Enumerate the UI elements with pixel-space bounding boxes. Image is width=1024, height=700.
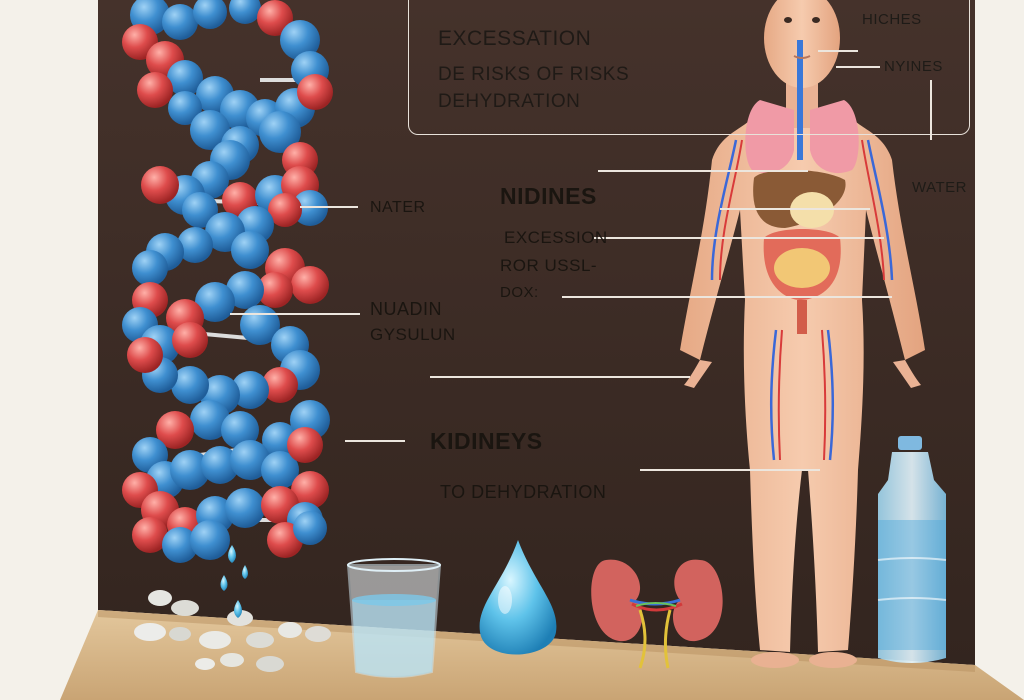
leader-line [598,170,808,172]
label-kidineys: KIDINEYS [430,428,543,454]
molecule-sphere-red [257,0,293,36]
molecule-sphere-red [291,471,329,509]
label-water: WATER [912,179,967,196]
title-line-1: EXCESSATION [438,27,592,50]
molecule-sphere-red [287,427,323,463]
molecule-sphere-red [262,367,298,403]
molecule-sphere-red [132,517,168,553]
molecule-sphere-blue [293,511,327,545]
leader-line [640,469,820,471]
molecule-sphere-blue [230,440,270,480]
water-bottle [877,436,947,663]
leader-line [836,66,880,68]
molecule-sphere-red [291,266,329,304]
molecule-sphere-blue [231,231,269,269]
leader-line [594,237,884,239]
molecule-sphere-blue [259,111,301,153]
label-excession: EXCESSION [504,228,608,247]
leader-line [562,296,892,298]
label-ror-ussl: ROR USSL- [500,256,598,275]
molecule-sphere-blue [225,488,265,528]
leader-line [230,313,360,315]
molecule-sphere-red [127,337,163,373]
human-figure [680,0,925,668]
molecule-sphere-blue [280,20,320,60]
molecule-sphere-blue [201,446,239,484]
molecule-sphere-blue [190,520,230,560]
molecule-sphere-blue [132,250,168,286]
title-callout-box [408,0,970,135]
molecule-sphere-blue [168,91,202,125]
pebbles [134,590,331,672]
leader-line [430,376,690,378]
leader-line [818,50,858,52]
molecule-sphere-red [141,166,179,204]
kidneys [591,559,723,669]
leader-line [720,208,870,210]
molecule-sphere-red [172,322,208,358]
molecule-sphere-red [137,72,173,108]
label-gysulun: GYSULUN [370,325,456,344]
molecule-sphere-blue [162,527,198,563]
leader-line [345,440,405,442]
molecule-sphere-blue [292,190,328,226]
molecule-sphere-blue [221,411,259,449]
molecule-sphere-blue [261,451,299,489]
water-drop [479,540,557,655]
label-dox: DOX: [500,284,539,301]
molecule-sphere-red [257,272,293,308]
title-line-2: DE RISKS OF RISKS [438,64,630,85]
molecule-sphere-blue [190,110,230,150]
water-glass [346,558,442,678]
molecule-sphere-blue [190,400,230,440]
molecule-sphere-blue [162,4,198,40]
molecule-sphere-blue [193,0,227,29]
molecule-sphere-red [297,74,333,110]
molecule-sphere-blue [229,0,261,24]
label-nuadin: NUADIN [370,299,443,319]
molecule-sphere-blue [170,450,210,490]
molecule-sphere-blue [195,282,235,322]
molecule-sphere-red [156,411,194,449]
molecule-sphere-blue [171,366,209,404]
label-to-dehydration: TO DEHYDRATION [440,482,607,502]
title-line-3: DEHYDRATION [438,91,581,112]
molecule-sphere-red [268,193,302,227]
leader-line [300,206,358,208]
label-nyines: NYINES [884,58,943,75]
molecule-sphere-blue [167,60,203,96]
label-nater: NATER [370,199,426,216]
molecule-sphere-blue [182,192,218,228]
molecule-sphere-blue [177,227,213,263]
label-nidines: NIDINES [500,183,597,209]
leader-line [930,80,932,140]
label-hiches: HICHES [862,11,922,28]
molecule-sphere-blue [240,305,280,345]
molecule-sphere-blue [226,271,264,309]
molecule-sphere-blue [231,371,269,409]
molecule-helix [122,0,333,563]
